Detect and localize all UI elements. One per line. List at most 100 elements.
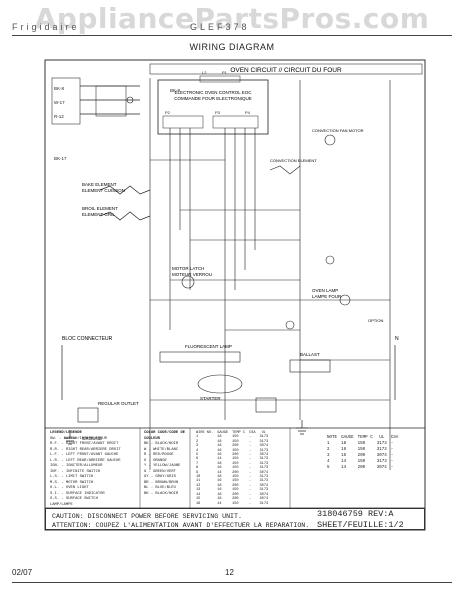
oven-lamp-label: OVEN LAMP [312, 288, 338, 293]
table-cell: 3173 [259, 488, 269, 493]
color-line: R - RED/ROUGE [144, 453, 174, 457]
table-cell: 16 [217, 466, 222, 471]
table-cell: 3173 [376, 460, 387, 464]
caution-box [45, 508, 425, 530]
table-cell: 150 [232, 461, 239, 466]
table-cell: 15 [196, 497, 201, 502]
table-cell: - [249, 466, 252, 471]
table-cell: 3 [327, 454, 330, 458]
color-line: Y - YELLOW/JAUNE [144, 464, 181, 468]
page-number: 12 [225, 568, 234, 577]
bake-element-label: BAKE ELEMENT [82, 182, 117, 187]
table-cell: 14 [196, 492, 201, 497]
pin-p2: P1 [222, 70, 228, 75]
table-header-cell: CSA [390, 436, 399, 440]
table-cell: 150 [357, 448, 366, 452]
table-cell: 150 [232, 435, 239, 440]
table-cell: - [249, 435, 252, 440]
table-cell: 5 [327, 466, 330, 470]
convection-fan-symbol [324, 134, 336, 146]
table-cell: 200 [232, 492, 239, 497]
table-cell: 3173 [259, 448, 269, 453]
color-line: G - GREEN/VERT [144, 469, 176, 474]
table-cell: 3173 [259, 479, 269, 484]
table-header-cell: NOTE [327, 436, 338, 440]
table-cell: 13 [196, 488, 201, 493]
table-cell: 200 [357, 454, 366, 458]
table-cell: 16 [341, 454, 347, 458]
table-cell: 16 [217, 479, 222, 484]
pin-p3: P2 [165, 110, 171, 115]
table-cell: 3074 [259, 470, 269, 475]
sheet-number: SHEET/FEUILLE:1/2 [317, 520, 404, 530]
table-cell: 3173 [259, 501, 269, 506]
legend-line: L.R. - LEFT REAR/ARRIERE GAUCHE [50, 458, 121, 463]
color-code-title: COLOR CODE/CODE DE COULEUR [144, 431, 186, 441]
table-cell: 1 [196, 435, 199, 440]
footer-divider [12, 582, 452, 583]
convection-element-symbol [269, 165, 301, 175]
document-number-block: 318046759 REV:A SHEET/FEUILLE:1/2 [317, 509, 404, 531]
table-cell: 3074 [259, 453, 269, 458]
legend-line: M.S. - MOTOR SWITCH [50, 480, 94, 485]
starter-symbol [197, 374, 243, 394]
table-cell: 14 [341, 466, 347, 470]
pin-p4: P3 [215, 110, 221, 115]
motor-latch-symbol [181, 275, 195, 289]
legend-line: IGN. - IGNITER/ALLUMEUR [50, 464, 103, 468]
table-cell: 6 [196, 457, 199, 462]
table-cell: 18 [217, 461, 222, 466]
table-cell: 3173 [376, 442, 387, 446]
oven-lamp-symbol [339, 294, 351, 306]
table-cell: - [249, 479, 252, 484]
table-cell: 3173 [259, 461, 269, 466]
bake-element-label-fr: ELEMENT CUISSON [82, 188, 125, 193]
table-cell: 14 [217, 457, 222, 462]
table-cell: 3173 [259, 475, 269, 480]
table-cell: 18 [217, 444, 222, 449]
table-cell: 4 [196, 448, 199, 453]
table-cell: 5 [196, 453, 199, 458]
legend-line: R.F. - RIGHT FRONT/AVANT DROIT [50, 442, 119, 446]
table-cell: 16 [217, 453, 222, 458]
table-cell: 200 [232, 453, 239, 458]
ballast-label: BALLAST [300, 352, 320, 357]
table-cell: 10 [196, 475, 201, 480]
color-line: W - WHITE/BLANC [144, 447, 179, 452]
table-cell: 200 [357, 466, 366, 470]
legend-line: S.I. - SURFACE INDICATOR [50, 491, 105, 496]
table-cell: - [249, 470, 252, 475]
wire-label-r12: R-12 [54, 114, 64, 119]
line-l2: N [395, 336, 399, 342]
legend-line: SW. - SWITCH/INTERRUPTEUR [50, 436, 107, 441]
table-cell: 3074 [259, 497, 269, 502]
table-cell: 3074 [376, 454, 387, 458]
motor-latch-label-fr: MOTEUR VERROU [172, 272, 212, 277]
table-cell: 2 [327, 448, 330, 452]
wire-label-bk9: BK-9 [170, 88, 181, 93]
table-header-cell: GAUGE [341, 436, 354, 440]
wire-label-bk8: BK-8 [54, 86, 65, 91]
table-cell: - [390, 466, 394, 470]
table-cell: - [249, 461, 252, 466]
table-cell: 4 [327, 460, 330, 464]
legend-line: O.L. - OVEN LIGHT [50, 486, 89, 490]
table-header-cell: GAUGE [217, 431, 229, 435]
color-line: BK - BLACK/NOIR [144, 442, 179, 446]
color-line: BR - BROWN/BRUN [144, 480, 179, 485]
legend-line: INF. - INFINITE SWITCH [50, 469, 101, 474]
table-cell: - [249, 439, 252, 444]
terminal-block-left [51, 77, 81, 125]
table-header-cell: UL [261, 431, 266, 435]
table-cell: 16 [217, 488, 222, 493]
table-header-cell: UL [379, 436, 385, 440]
